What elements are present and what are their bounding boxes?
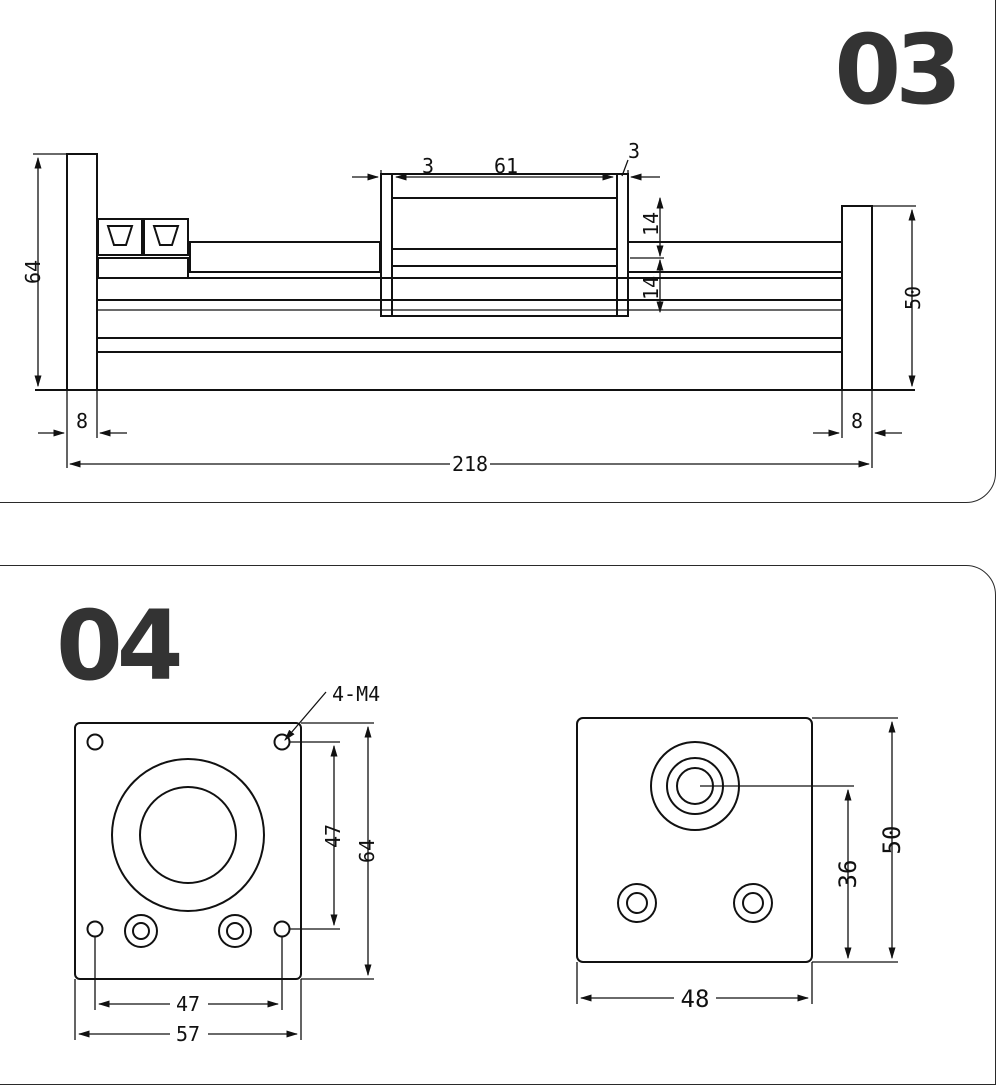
- dim-hole-spacing-vertical: 47: [321, 824, 345, 848]
- right-end-plate: [841, 205, 873, 391]
- dim-end-plate-width: 48: [681, 985, 710, 1013]
- motor-boss-inner: [139, 786, 237, 884]
- dim-plate-width: 57: [176, 1022, 200, 1046]
- end-plate: [576, 717, 813, 963]
- screw-hole-inner: [132, 922, 150, 940]
- dim-plate-height: 64: [355, 839, 379, 863]
- mount-hole: [273, 920, 291, 938]
- rail-body: [35, 277, 915, 391]
- coupler: [97, 218, 189, 279]
- coupler-screw-icon: [152, 225, 180, 246]
- dim-rail-lower: 14: [639, 276, 663, 300]
- motor-boss-outer: [111, 758, 265, 912]
- screw-hole-inner: [626, 892, 648, 914]
- step-number-04: 04: [56, 590, 184, 702]
- dim-end-right: 8: [851, 409, 863, 433]
- screw-hole-outer: [218, 914, 252, 948]
- dim-height-left: 64: [21, 260, 45, 284]
- screw-hole-inner: [742, 892, 764, 914]
- dim-end-left: 8: [76, 409, 88, 433]
- dim-rail-upper: 14: [639, 212, 663, 236]
- dim-carriage-margin-left: 3: [422, 154, 434, 178]
- dim-total-length: 218: [452, 452, 488, 476]
- section-04-panel: [0, 565, 996, 1085]
- end-plate-view: 36 50 48: [576, 717, 906, 1013]
- screw-hole-outer: [124, 914, 158, 948]
- screw-hole-inner: [226, 922, 244, 940]
- carriage: [380, 173, 629, 317]
- side-view: 64 50 3 61 3 14 14 8 8: [21, 139, 925, 476]
- section-03-panel: [0, 0, 996, 503]
- technical-drawing: 64 50 3 61 3 14 14 8 8: [21, 139, 925, 1046]
- dim-center-height: 36: [834, 860, 862, 889]
- motor-plate: [74, 722, 302, 980]
- lead-screw-left: [189, 241, 381, 273]
- hole-spec-label: 4-M4: [332, 682, 380, 706]
- mount-hole: [86, 920, 104, 938]
- mount-hole: [86, 733, 104, 751]
- screw-hole-outer: [733, 883, 773, 923]
- screw-hole-outer: [617, 883, 657, 923]
- dim-hole-spacing-horizontal: 47: [176, 992, 200, 1016]
- left-end-plate: [66, 153, 98, 391]
- dim-carriage-margin-right: 3: [628, 139, 640, 163]
- step-number-03: 03: [834, 14, 962, 126]
- mount-hole: [273, 733, 291, 751]
- dim-carriage-length: 61: [494, 154, 518, 178]
- motor-plate-view: 4-M4 47 64 47 57: [74, 682, 380, 1046]
- dim-end-plate-height: 50: [878, 826, 906, 855]
- dim-height-right: 50: [901, 286, 925, 310]
- coupler-screw-icon: [106, 225, 134, 246]
